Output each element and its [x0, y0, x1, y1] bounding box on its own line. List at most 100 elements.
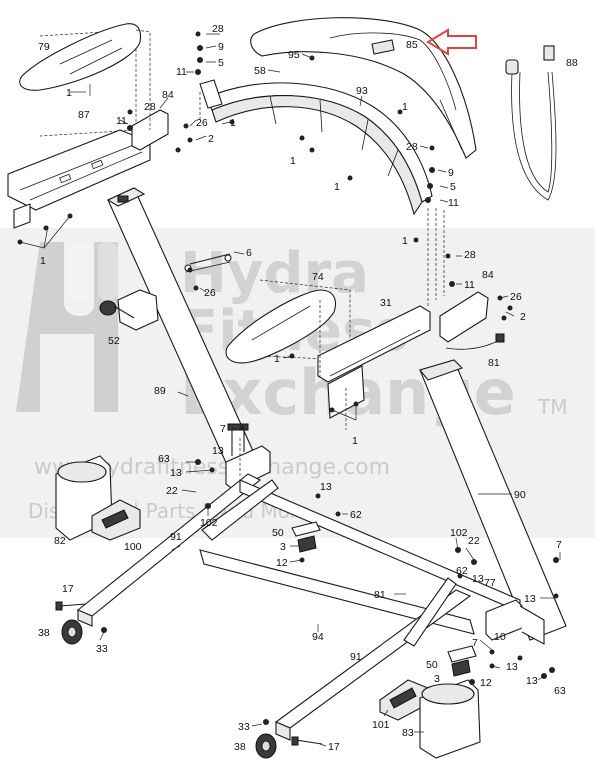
callout-5: 5 [450, 181, 456, 193]
callout-94: 94 [312, 631, 324, 643]
callout-17: 17 [328, 741, 340, 753]
part-right-pivot-bracket [485, 599, 545, 645]
callout-12: 12 [276, 557, 288, 569]
callout-2: 2 [520, 311, 526, 323]
callout-labels: 79 28 9 11 5 95 85 88 58 1 28 84 87 11 2… [38, 23, 578, 753]
callout-101: 101 [372, 719, 390, 731]
part-6-rod [184, 253, 232, 273]
part-89-left-upright [106, 187, 259, 477]
callout-1: 1 [290, 155, 296, 167]
callout-87: 87 [78, 109, 90, 121]
callout-63: 63 [158, 453, 170, 465]
part-38-wheel-left [61, 619, 83, 645]
callout-89: 89 [154, 385, 166, 397]
callout-84: 84 [162, 89, 174, 101]
callout-1: 1 [402, 101, 408, 113]
callout-1: 1 [230, 117, 236, 129]
part-85-console-hood [250, 17, 477, 159]
callout-95: 95 [288, 49, 300, 61]
callout-9: 9 [448, 167, 454, 179]
callout-85: 85 [406, 39, 418, 51]
callout-1: 1 [352, 435, 358, 447]
callout-9: 9 [218, 41, 224, 53]
callout-74: 74 [312, 271, 324, 283]
alignment-lines [135, 29, 445, 476]
callout-1: 1 [40, 255, 46, 267]
part-52-knob [99, 289, 159, 331]
part-93-handrail-frame [199, 79, 433, 216]
callout-31: 31 [380, 297, 392, 309]
callout-13: 13 [472, 573, 484, 585]
callout-28: 28 [464, 249, 476, 261]
part-31-right-cover [317, 305, 431, 419]
callout-10: 10 [494, 631, 506, 643]
part-88-wire-harness [505, 45, 557, 201]
callout-91: 91 [170, 531, 182, 543]
callout-50: 50 [426, 659, 438, 671]
part-74-right-cover [225, 279, 351, 364]
part-50-bracket-left [291, 521, 321, 553]
callout-84: 84 [482, 269, 494, 281]
callout-93: 93 [356, 85, 368, 97]
part-100-base-pad [91, 499, 141, 541]
part-84-right-bracket [439, 291, 489, 343]
callout-62: 62 [456, 565, 468, 577]
part-17-bolt-left [55, 601, 87, 611]
callout-12: 12 [480, 677, 492, 689]
callout-91: 91 [350, 651, 362, 663]
callout-13: 13 [524, 593, 536, 605]
callout-6: 6 [246, 247, 252, 259]
callout-7: 7 [472, 637, 478, 649]
callout-11: 11 [464, 279, 475, 291]
callout-1: 1 [274, 353, 280, 365]
part-50-bracket-right [447, 645, 477, 677]
part-87-left-upright-cover [7, 129, 151, 229]
part-83-right-endcap [419, 679, 481, 759]
callout-33: 33 [96, 643, 108, 655]
callout-81: 81 [488, 357, 500, 369]
callout-58: 58 [254, 65, 266, 77]
part-left-pivot-bracket [225, 423, 271, 491]
callout-100: 100 [124, 541, 142, 553]
callout-63: 63 [554, 685, 566, 697]
callout-13: 13 [212, 445, 224, 457]
callout-52: 52 [108, 335, 120, 347]
part-91-base-frame [76, 473, 521, 741]
callout-26: 26 [196, 117, 208, 129]
watermark-logo [16, 242, 118, 412]
callout-13: 13 [170, 467, 182, 479]
watermark-trademark: TM [537, 395, 567, 419]
callout-13: 13 [526, 675, 538, 687]
callout-83: 83 [402, 727, 414, 739]
callout-11: 11 [176, 66, 187, 78]
callout-13: 13 [320, 481, 332, 493]
callout-90: 90 [514, 489, 526, 501]
callout-7: 7 [220, 423, 226, 435]
callout-17: 17 [62, 583, 74, 595]
callout-28: 28 [144, 101, 156, 113]
callout-28: 28 [406, 141, 418, 153]
callout-77: 77 [484, 577, 496, 589]
callout-102: 102 [200, 517, 218, 529]
callout-2: 2 [208, 133, 214, 145]
callout-81: 81 [374, 589, 386, 601]
callout-3: 3 [434, 673, 440, 685]
part-90-right-upright [419, 359, 567, 641]
callout-102: 102 [450, 527, 468, 539]
callout-82: 82 [54, 535, 66, 547]
callout-22: 22 [166, 485, 178, 497]
callout-22: 22 [468, 535, 480, 547]
part-38-wheel-right [255, 733, 277, 759]
watermark-line1: Hydra [180, 241, 369, 306]
part-81-wire-upper [445, 333, 505, 350]
part-79-hood-cover [19, 23, 142, 137]
callout-33: 33 [238, 721, 250, 733]
callout-38: 38 [38, 627, 50, 639]
callout-7: 7 [556, 539, 562, 551]
callout-3: 3 [280, 541, 286, 553]
callout-38: 38 [234, 741, 246, 753]
callout-11: 11 [448, 197, 459, 209]
callout-leaders [19, 33, 561, 747]
callout-1: 1 [66, 87, 72, 99]
